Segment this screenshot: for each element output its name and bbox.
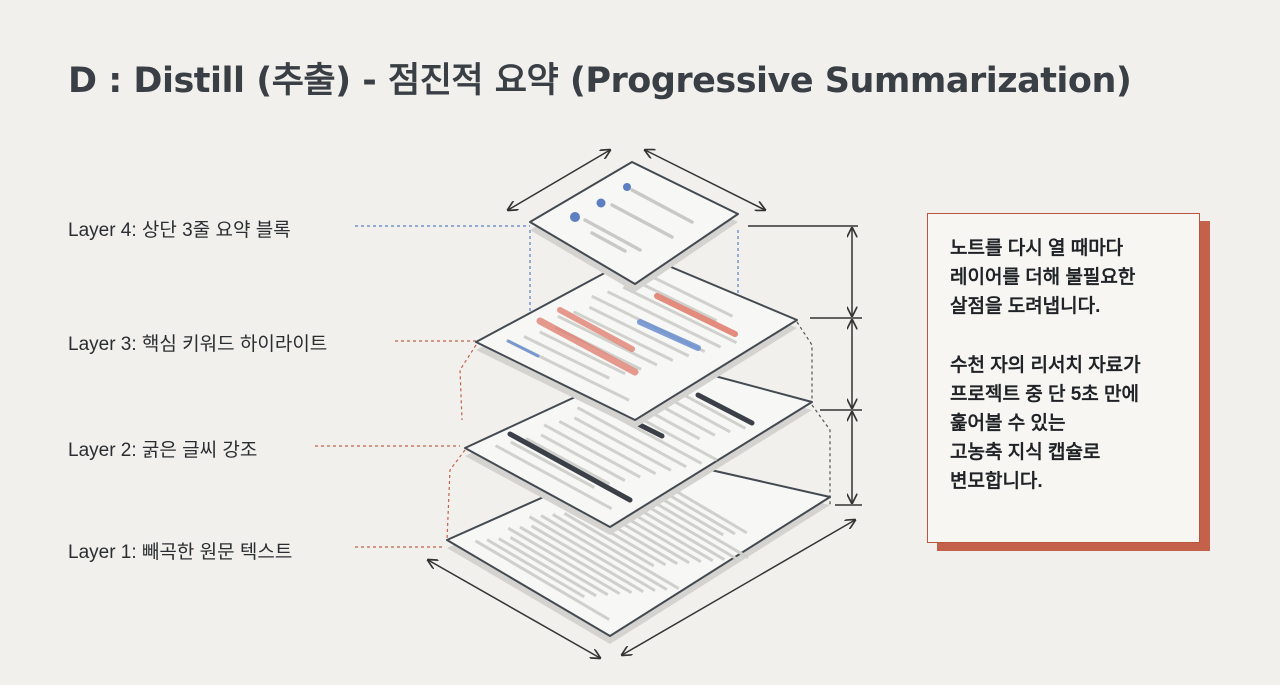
text-line-decoration <box>588 305 690 358</box>
layer-1-label: Layer 1: 빼곡한 원문 텍스트 <box>68 542 293 563</box>
text-line-decoration <box>525 437 611 486</box>
layer-2-label: Layer 2: 굵은 글씨 강조 <box>68 440 258 461</box>
text-line-decoration <box>606 290 722 349</box>
text-line-decoration <box>572 310 674 362</box>
layer-3-label: Layer 3: 핵심 키워드 하이라이트 <box>68 334 328 355</box>
text-line-decoration <box>558 419 657 476</box>
text-line-decoration <box>573 416 672 472</box>
text-line-decoration <box>539 330 626 376</box>
text-line-decoration <box>540 433 626 482</box>
text-line-decoration <box>523 335 610 380</box>
note-paragraph-1: 노트를 다시 열 때마다 레이어를 더해 불필요한 살점을 도려냅니다. <box>950 238 1136 317</box>
bullet-icon <box>596 198 606 208</box>
layer-2-sheet <box>464 359 813 535</box>
text-line-decoration <box>557 314 658 367</box>
bullet-icon <box>623 183 631 191</box>
text-line-decoration <box>622 285 738 345</box>
description-note: 노트를 다시 열 때마다 레이어를 더해 불필요한 살점을 도려냅니다. 수천 … <box>927 213 1200 543</box>
layer-3-sheet <box>475 253 798 428</box>
text-line-decoration <box>494 444 613 511</box>
text-line-decoration <box>638 281 718 323</box>
note-paragraph-2: 수천 자의 리서치 자료가 프로젝트 중 단 5초 만에 훑어볼 수 있는 고농… <box>950 355 1141 492</box>
text-line-decoration <box>543 423 641 479</box>
layer-4-label: Layer 4: 상단 3줄 요약 블록 <box>68 220 291 241</box>
text-line-decoration <box>510 440 596 489</box>
text-line-decoration <box>576 406 687 469</box>
text-line-decoration <box>640 270 734 318</box>
page-title: D : Distill (추출) - 점진적 요약 (Progressive S… <box>68 61 1132 101</box>
bullet-icon <box>570 212 580 222</box>
